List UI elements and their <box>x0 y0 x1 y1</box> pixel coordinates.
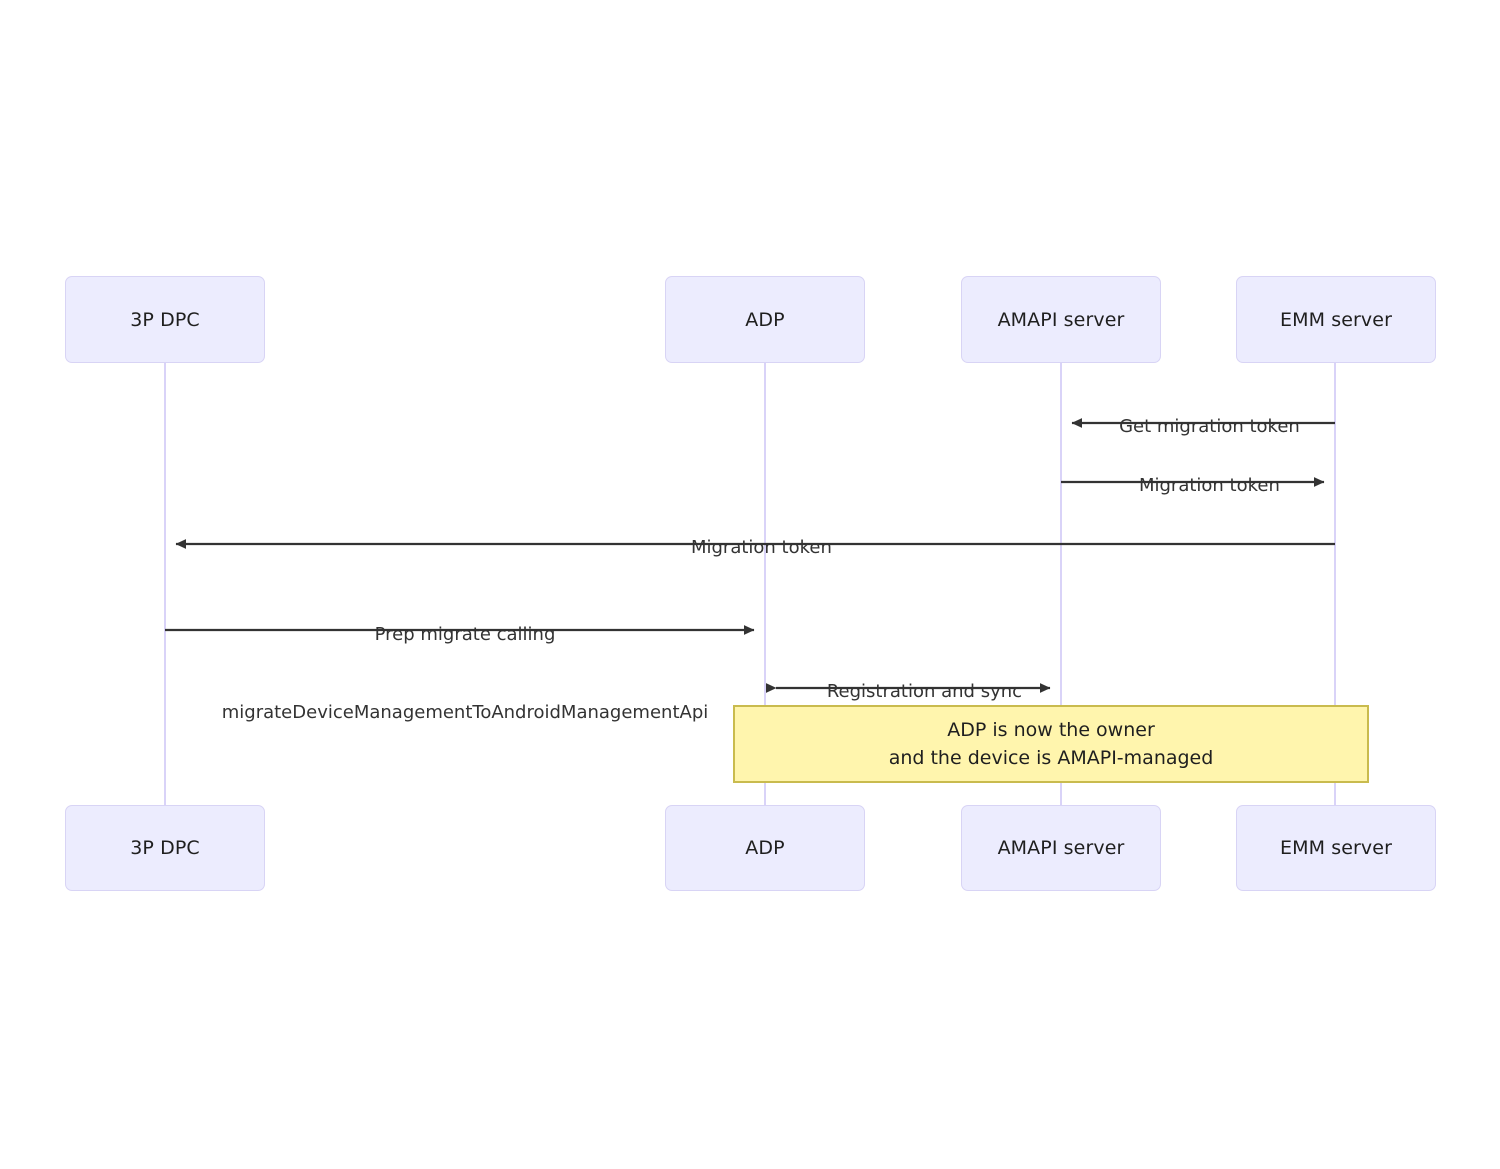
lifeline-dpc <box>164 363 166 806</box>
message-label-registration-and-sync: Registration and sync <box>765 653 1061 731</box>
participant-top-adp[interactable]: ADP <box>665 276 865 363</box>
lifeline-emm <box>1334 363 1336 806</box>
participant-bottom-adp[interactable]: ADP <box>665 805 865 891</box>
message-text: Get migration token <box>1119 416 1300 437</box>
message-label-migration-token-emm-dpc: Migration token <box>165 509 1335 587</box>
message-text: Migration token <box>1138 475 1280 496</box>
message-text-line1: Prep migrate calling <box>374 624 556 645</box>
participant-bottom-dpc[interactable]: 3P DPC <box>65 805 265 891</box>
note-text-line2: and the device is AMAPI-managed <box>888 747 1214 769</box>
message-label-get-migration-token: Get migration token <box>1061 388 1335 466</box>
participant-bottom-emm[interactable]: EMM server <box>1236 805 1436 891</box>
participant-top-amapi[interactable]: AMAPI server <box>961 276 1161 363</box>
participant-label: EMM server <box>1280 837 1392 859</box>
note-adp-owner: ADP is now the owner and the device is A… <box>733 705 1369 783</box>
participant-top-emm[interactable]: EMM server <box>1236 276 1436 363</box>
participant-label: 3P DPC <box>130 837 200 859</box>
participant-label: ADP <box>745 837 785 859</box>
participant-label: AMAPI server <box>997 837 1125 859</box>
participant-bottom-amapi[interactable]: AMAPI server <box>961 805 1161 891</box>
participant-top-dpc[interactable]: 3P DPC <box>65 276 265 363</box>
message-text: Registration and sync <box>826 681 1023 702</box>
message-label-migration-token-amapi-emm: Migration token <box>1061 447 1335 525</box>
message-text: Migration token <box>690 537 832 558</box>
message-label-prep-migrate: Prep migrate calling migrateDeviceManage… <box>165 570 765 778</box>
note-text-line1: ADP is now the owner <box>947 719 1155 741</box>
participant-label: 3P DPC <box>130 308 200 331</box>
message-text-line2: migrateDeviceManagementToAndroidManageme… <box>221 702 709 723</box>
participant-label: EMM server <box>1280 308 1392 331</box>
participant-label: AMAPI server <box>997 308 1125 331</box>
lifeline-amapi <box>1060 363 1062 806</box>
lifeline-adp <box>764 363 766 806</box>
participant-label: ADP <box>745 308 785 331</box>
